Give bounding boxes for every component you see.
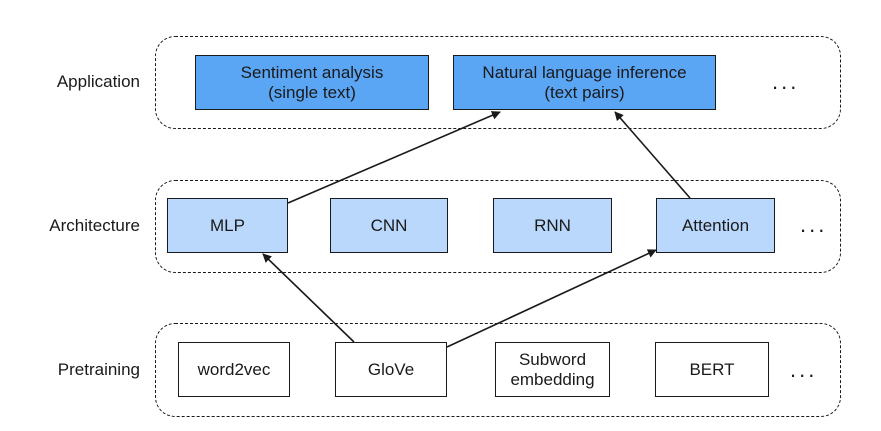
box-label: Sentiment analysis (single text) xyxy=(240,62,384,102)
application-more-ellipsis: ... xyxy=(772,69,800,94)
box-label: Attention xyxy=(681,215,750,235)
architecture-more-ellipsis: ... xyxy=(800,212,828,237)
box-label: GloVe xyxy=(367,359,415,379)
pretraining-box-subword-embedding: Subword embedding xyxy=(495,342,610,397)
row-label-architecture: Architecture xyxy=(49,216,140,235)
application-box-sentiment-analysis: Sentiment analysis (single text) xyxy=(195,55,429,110)
box-label: BERT xyxy=(689,359,735,379)
architecture-box-attention: Attention xyxy=(656,198,775,253)
box-label: RNN xyxy=(534,215,571,235)
architecture-box-rnn: RNN xyxy=(493,198,612,253)
pretraining-box-glove: GloVe xyxy=(335,342,447,397)
architecture-box-cnn: CNN xyxy=(330,198,448,253)
box-label: Natural language inference (text pairs) xyxy=(482,62,687,102)
box-label: Subword embedding xyxy=(510,349,595,389)
application-box-natural-language-inference: Natural language inference (text pairs) xyxy=(453,55,716,110)
pretraining-box-bert: BERT xyxy=(655,342,769,397)
pretraining-more-ellipsis: ... xyxy=(790,357,818,382)
row-label-pretraining: Pretraining xyxy=(57,360,140,379)
architecture-box-mlp: MLP xyxy=(167,198,288,253)
box-label: word2vec xyxy=(197,359,271,379)
row-label-application: Application xyxy=(56,72,140,91)
pretraining-box-word2vec: word2vec xyxy=(178,342,290,397)
box-label: CNN xyxy=(370,215,408,235)
box-label: MLP xyxy=(210,215,245,235)
